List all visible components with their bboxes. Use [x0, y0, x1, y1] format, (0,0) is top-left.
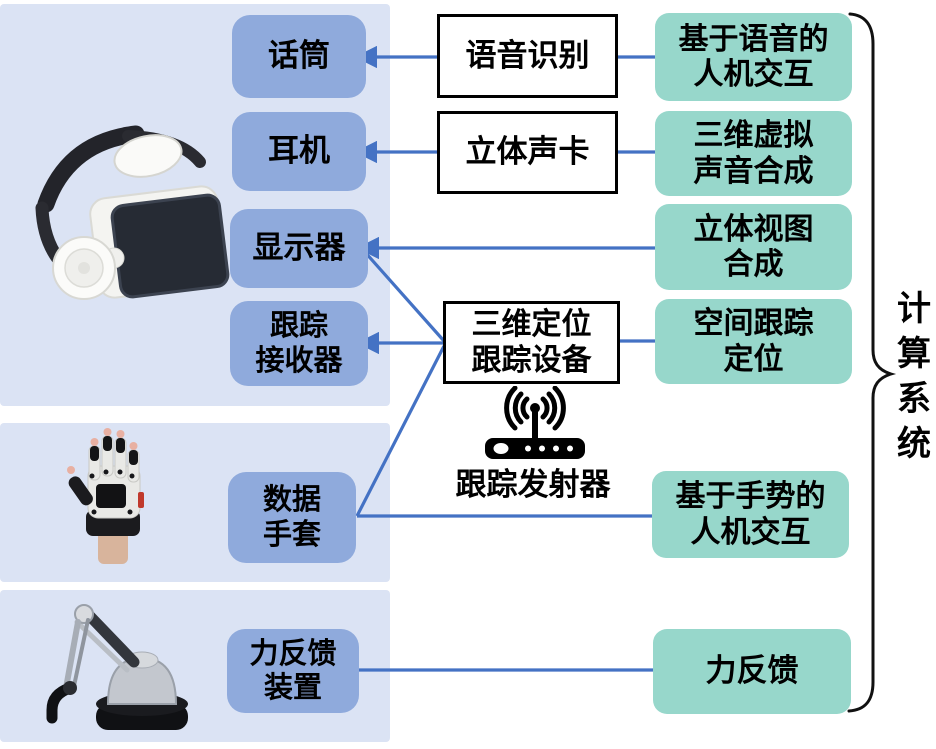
process-box-stereo-sound-card: 立体声卡: [437, 111, 618, 194]
computing-system-char-3: 系: [897, 380, 931, 418]
function-box-stereo-view-synthesis: 立体视图 合成: [655, 204, 852, 290]
computing-system-char-1: 计: [897, 291, 931, 328]
function-box-spatial-tracking-line2: 定位: [723, 342, 784, 376]
function-box-view-synthesis-line1: 立体视图: [693, 212, 814, 246]
process-box-speech-recognition: 语音识别: [437, 14, 618, 98]
device-box-display: 显示器: [230, 209, 368, 288]
device-box-microphone-label: 话筒: [268, 38, 330, 74]
device-box-data-glove-line2: 手套: [262, 518, 321, 551]
function-box-gesture-hci-line1: 基于手势的: [675, 480, 826, 514]
device-box-force-feedback-device: 力反馈 装置: [227, 629, 359, 713]
computing-system-label: 计 算 系 统: [892, 288, 936, 468]
function-box-sound-synthesis-line2: 声音合成: [693, 154, 814, 188]
function-box-spatial-tracking-line1: 空间跟踪: [693, 307, 814, 341]
function-box-force-feedback: 力反馈: [653, 629, 851, 714]
link-tracking-device-to-display: [362, 249, 446, 343]
device-box-display-label: 显示器: [252, 230, 346, 266]
device-box-tracking-receiver-line2: 接收器: [255, 344, 343, 377]
device-box-microphone: 话筒: [232, 15, 366, 98]
device-box-tracking-receiver-line1: 跟踪: [269, 310, 328, 343]
process-box-tracking-device-line1: 三维定位: [471, 308, 592, 342]
link-tracking-device-to-glove: [355, 345, 446, 517]
device-box-data-glove: 数据 手套: [228, 472, 356, 563]
function-box-gesture-hci-line2: 人机交互: [690, 515, 811, 549]
force-feedback-arm-image: [46, 604, 188, 730]
device-box-tracking-receiver: 跟踪 接收器: [230, 301, 368, 386]
function-box-spatial-tracking: 空间跟踪 定位: [655, 299, 852, 384]
process-box-positioning-tracking-device: 三维定位 跟踪设备: [443, 301, 620, 384]
tracking-transmitter-label: 跟踪发射器: [455, 467, 611, 502]
device-box-data-glove-line1: 数据: [262, 484, 321, 517]
computing-system-char-4: 统: [897, 425, 931, 463]
process-box-stereo-sound-card-label: 立体声卡: [465, 134, 590, 170]
function-box-force-feedback-label: 力反馈: [705, 653, 799, 689]
function-box-voice-hci-line2: 人机交互: [693, 58, 814, 91]
device-box-force-device-line2: 装置: [263, 672, 322, 704]
computing-system-char-2: 算: [897, 335, 931, 373]
device-box-headphone: 耳机: [232, 112, 366, 191]
function-box-voice-hci: 基于语音的 人机交互: [655, 13, 852, 101]
device-box-headphone-label: 耳机: [268, 133, 330, 169]
function-box-sound-synthesis: 三维虚拟 声音合成: [655, 111, 852, 196]
data-glove-image: [67, 428, 144, 564]
function-box-view-synthesis-line2: 合成: [723, 248, 784, 281]
process-box-tracking-device-line2: 跟踪设备: [471, 343, 592, 377]
vr-headset-image: [35, 125, 230, 300]
function-box-voice-hci-line1: 基于语音的: [678, 22, 829, 56]
wifi-router-icon: [485, 386, 585, 459]
function-box-sound-synthesis-line1: 三维虚拟: [693, 119, 814, 153]
device-box-force-device-line1: 力反馈: [249, 637, 337, 670]
function-box-gesture-hci: 基于手势的 人机交互: [652, 471, 849, 558]
process-box-speech-recognition-label: 语音识别: [465, 37, 590, 73]
